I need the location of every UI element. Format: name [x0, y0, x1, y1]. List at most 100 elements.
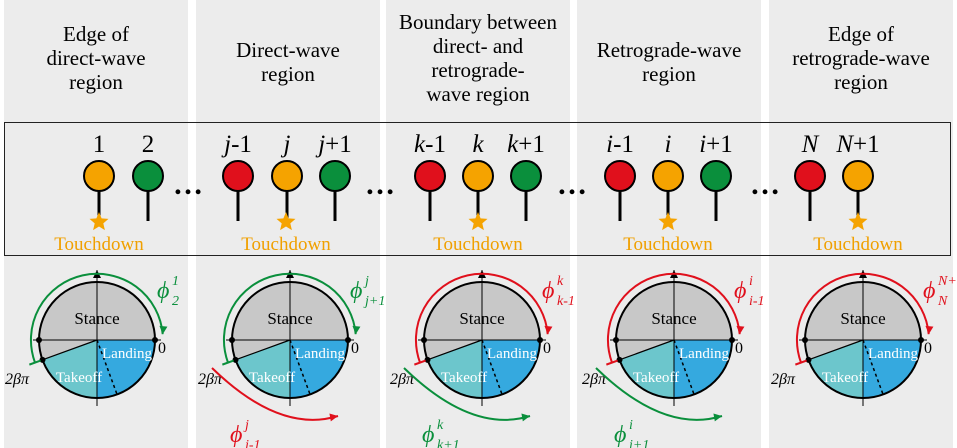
phase-label-subscript: j+1 [363, 294, 385, 309]
phase-arc [223, 272, 357, 363]
takeoff-label: Takeoff [822, 370, 868, 386]
landing-sector [863, 340, 921, 398]
phase-label-superscript: k [437, 418, 444, 433]
leg-label: 1 [93, 131, 106, 158]
leg-joint [132, 160, 164, 192]
phase-label-subscript: k-1 [557, 294, 575, 309]
phase-arrow-icon [544, 325, 553, 335]
phase-tick [222, 359, 234, 366]
zero-label: 0 [158, 340, 166, 357]
takeoff-boundary [42, 339, 98, 361]
takeoff-point [616, 356, 623, 363]
takeoff-sector [235, 340, 290, 398]
landing-sector [674, 340, 732, 398]
phase-label-symbol: ϕ [734, 278, 746, 304]
takeoff-point [424, 356, 431, 363]
landing-label: Landing [868, 346, 918, 362]
touchdown-label: Touchdown [813, 234, 903, 255]
phase-tick [795, 359, 807, 366]
zero-label: 0 [351, 340, 359, 357]
stance-label: Stance [840, 309, 885, 328]
phase-label-superscript: i [749, 274, 753, 289]
phase-tick [29, 359, 41, 366]
phase-tick [606, 359, 618, 366]
ellipsis: … [557, 168, 587, 201]
takeoff-boundary [808, 339, 864, 361]
region-header-2: Direct-wave region [236, 38, 340, 86]
phase-label-symbol: ϕ [923, 278, 935, 304]
zero-point [918, 337, 924, 343]
takeoff-boundary [235, 339, 291, 361]
stance-label: Stance [651, 309, 696, 328]
takeoff-label: Takeoff [56, 370, 102, 386]
stance-start-point [229, 337, 235, 343]
ellipsis: … [750, 168, 780, 201]
phase-label-symbol: ϕ [422, 422, 434, 448]
phase-tick [414, 359, 426, 366]
phase-label-superscript: i [629, 418, 633, 433]
zero-point [152, 337, 158, 343]
phase-label-subscript: j-1 [243, 438, 261, 448]
leg-label: i [665, 131, 672, 158]
dashed-line [673, 339, 696, 396]
takeoff-label: Takeoff [249, 370, 295, 386]
touchdown-label: Touchdown [433, 234, 523, 255]
touchdown-star-icon [89, 212, 109, 231]
landing-label: Landing [487, 346, 537, 362]
phase2-arrow-icon [713, 413, 722, 422]
takeoff-sector [42, 340, 97, 398]
phase-label-superscript: k [557, 274, 564, 289]
phase-label-subscript: i+1 [629, 438, 649, 448]
phase-arc [30, 272, 164, 363]
phase-label-superscript: 1 [172, 274, 179, 289]
phase-arc [415, 272, 549, 363]
leg-joint [271, 160, 303, 192]
leg-label: k+1 [507, 131, 545, 158]
landing-label: Landing [102, 346, 152, 362]
phase-label-symbol: ϕ [350, 278, 362, 304]
leg-joint [414, 160, 446, 192]
ellipsis: … [173, 168, 203, 201]
takeoff-point [39, 356, 46, 363]
phase-label-subscript: i-1 [749, 294, 765, 309]
touchdown-star-icon [276, 212, 296, 231]
leg-joint [83, 160, 115, 192]
two-beta-pi-label: 2βπ [5, 371, 30, 388]
takeoff-point [805, 356, 812, 363]
leg-label: 2 [142, 131, 155, 158]
two-beta-pi-label: 2βπ [582, 371, 607, 388]
touchdown-label: Touchdown [623, 234, 713, 255]
leg-label: N+1 [835, 131, 879, 158]
stance-start-point [36, 337, 42, 343]
leg-joint [604, 160, 636, 192]
leg-joint [842, 160, 874, 192]
landing-label: Landing [295, 346, 345, 362]
takeoff-boundary [619, 339, 675, 361]
leg-joint [794, 160, 826, 192]
phase-arrow-icon [352, 325, 361, 335]
takeoff-sector [427, 340, 482, 398]
leg-joint [222, 160, 254, 192]
phase-label-superscript: N+1 [937, 274, 957, 289]
phase-arc [607, 272, 741, 363]
phase-label-symbol: ϕ [542, 278, 554, 304]
region-header-3: Boundary between direct- and retrograde-… [398, 10, 558, 106]
leg-joint [652, 160, 684, 192]
landing-sector [290, 340, 348, 398]
landing-label: Landing [679, 346, 729, 362]
leg-joint [700, 160, 732, 192]
stance-start-point [802, 337, 808, 343]
stance-label: Stance [74, 309, 119, 328]
phase2-arc [595, 367, 723, 421]
phase2-arc [403, 367, 531, 421]
touchdown-label: Touchdown [241, 234, 331, 255]
takeoff-label: Takeoff [441, 370, 487, 386]
leg-label: j [281, 131, 291, 158]
zero-label: 0 [924, 340, 932, 357]
two-beta-pi-label: 2βπ [198, 371, 223, 388]
takeoff-label: Takeoff [633, 370, 679, 386]
leg-joint [319, 160, 351, 192]
phase-label-superscript: j [363, 274, 369, 289]
zero-label: 0 [543, 340, 551, 357]
stance-start-point [421, 337, 427, 343]
